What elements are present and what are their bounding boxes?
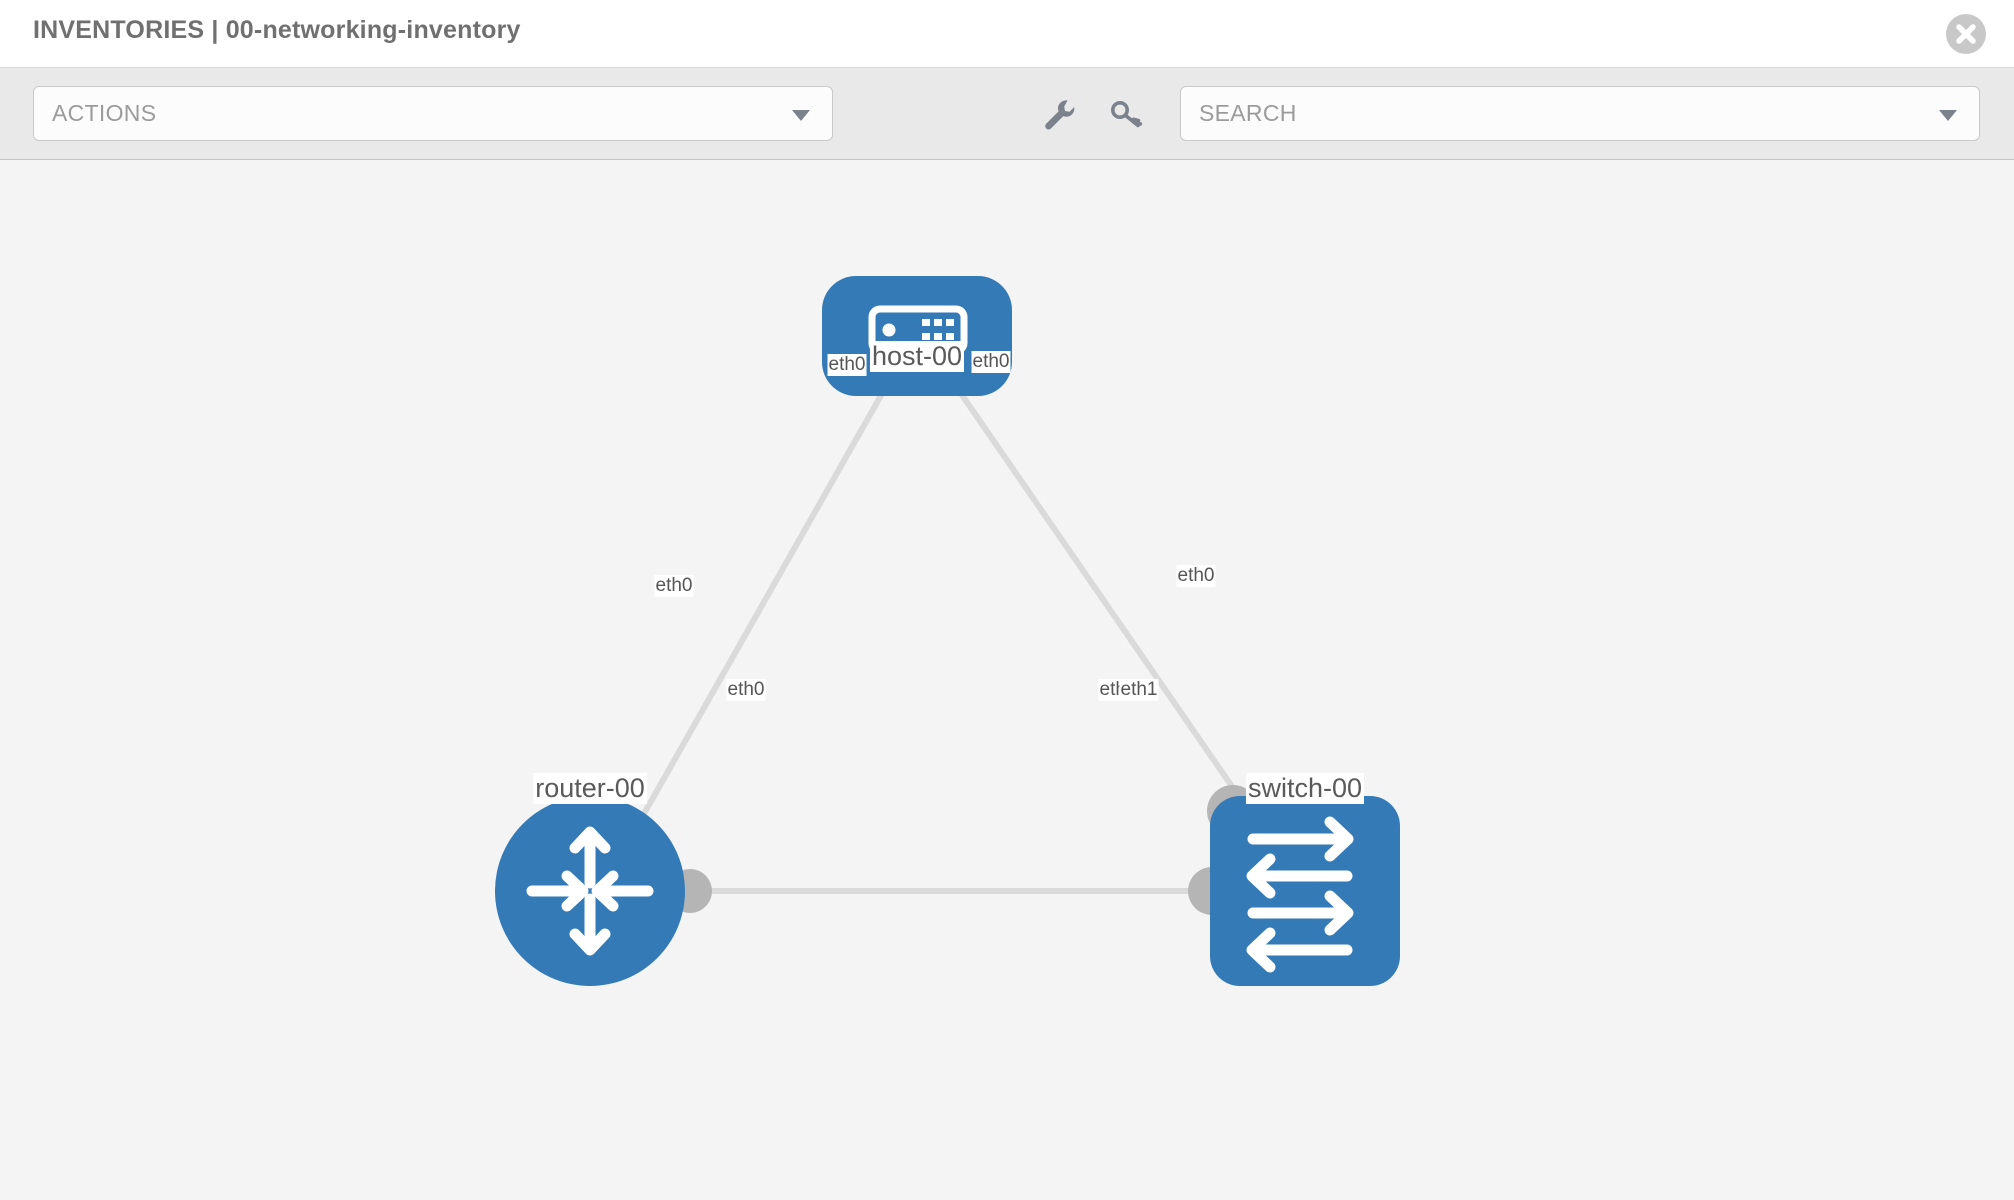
edge-host-switch <box>941 367 1245 803</box>
node-label-host: host-00 <box>869 341 965 372</box>
node-router-00[interactable] <box>495 796 685 986</box>
page-title: INVENTORIES | 00-networking-inventory <box>33 16 521 44</box>
iface-label: eth0 <box>827 354 867 376</box>
node-label-router: router-00 <box>533 773 647 804</box>
switch-arrows-icon <box>1246 816 1354 973</box>
chevron-down-icon[interactable] <box>1939 110 1957 121</box>
edge-host-router <box>604 367 899 881</box>
actions-dropdown-label: ACTIONS <box>52 100 157 126</box>
iface-label: eth1 <box>1119 679 1159 701</box>
actions-dropdown[interactable]: ACTIONS <box>33 86 833 141</box>
topology-graph <box>495 276 1400 986</box>
chevron-down-icon <box>792 110 810 121</box>
edge-layer <box>604 367 1245 894</box>
iface-label: eth0 <box>971 351 1011 373</box>
node-host-00[interactable] <box>822 276 1012 396</box>
topology-canvas[interactable]: eth0 eth0 eth0 eth0 eth0 eth0 eth1 host-… <box>0 161 2014 1200</box>
title-bar: INVENTORIES | 00-networking-inventory <box>0 0 2014 68</box>
iface-label: eth0 <box>726 679 766 701</box>
search-input[interactable]: SEARCH <box>1180 86 1980 141</box>
close-icon[interactable] <box>1946 14 1986 54</box>
iface-label: eth0 <box>654 575 694 597</box>
search-placeholder: SEARCH <box>1199 100 1297 126</box>
router-arrows-icon <box>526 826 654 956</box>
iface-label: eth0 <box>1176 565 1216 587</box>
node-label-switch: switch-00 <box>1245 773 1365 804</box>
node-switch-00[interactable] <box>1210 796 1400 986</box>
key-icon[interactable] <box>1105 94 1147 136</box>
toolbar: ACTIONS SEARCH <box>0 68 2014 160</box>
wrench-icon[interactable] <box>1038 94 1080 136</box>
